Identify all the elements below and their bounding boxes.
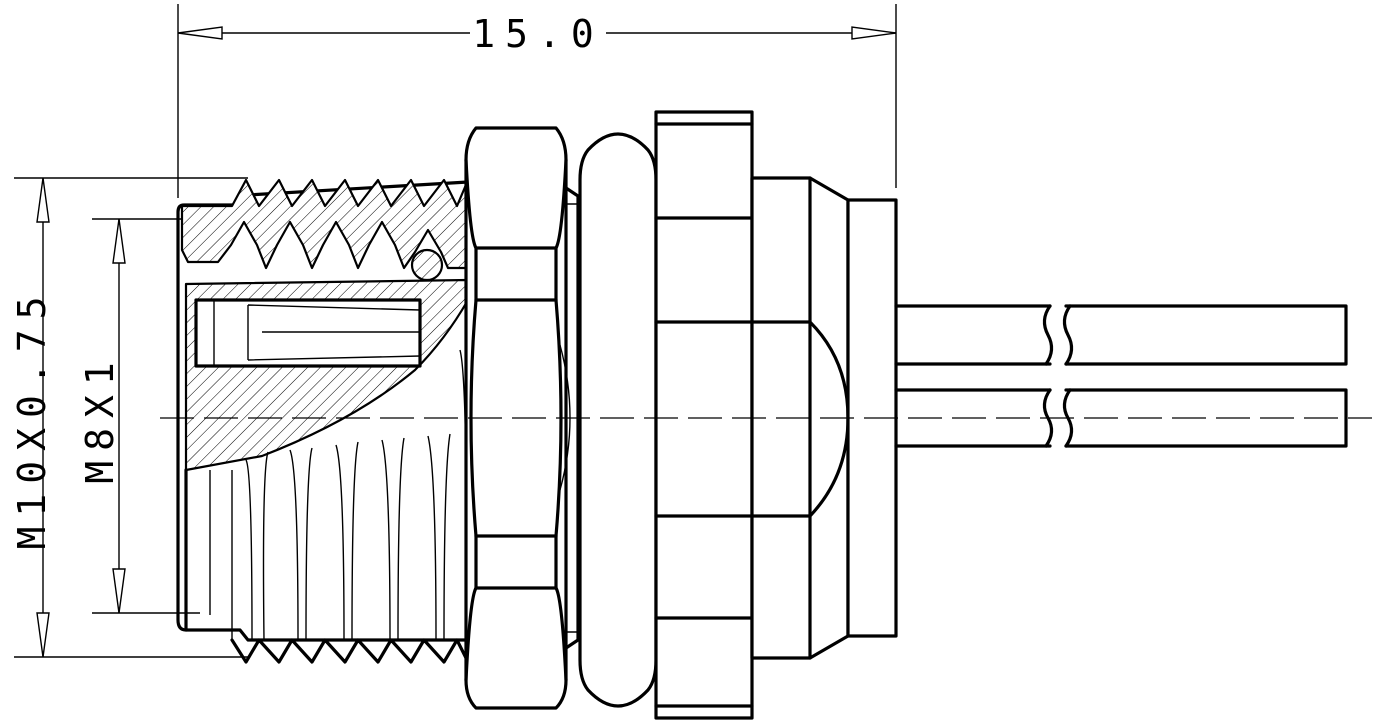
inner-thread-label: M8X1 [78,352,122,484]
overall-length-dimension: 15.0 [177,4,897,198]
outer-thread-label: M10X0.75 [10,286,54,549]
inner-thread-dimension: M8X1 [78,218,200,614]
o-ring [578,132,658,708]
outer-thread-dimension: M10X0.75 [10,177,248,658]
mounting-flange [654,110,754,720]
threaded-housing [176,178,470,664]
overall-length-label: 15.0 [472,12,604,56]
cable-wires [894,304,1348,448]
thread-flanks [231,349,468,641]
